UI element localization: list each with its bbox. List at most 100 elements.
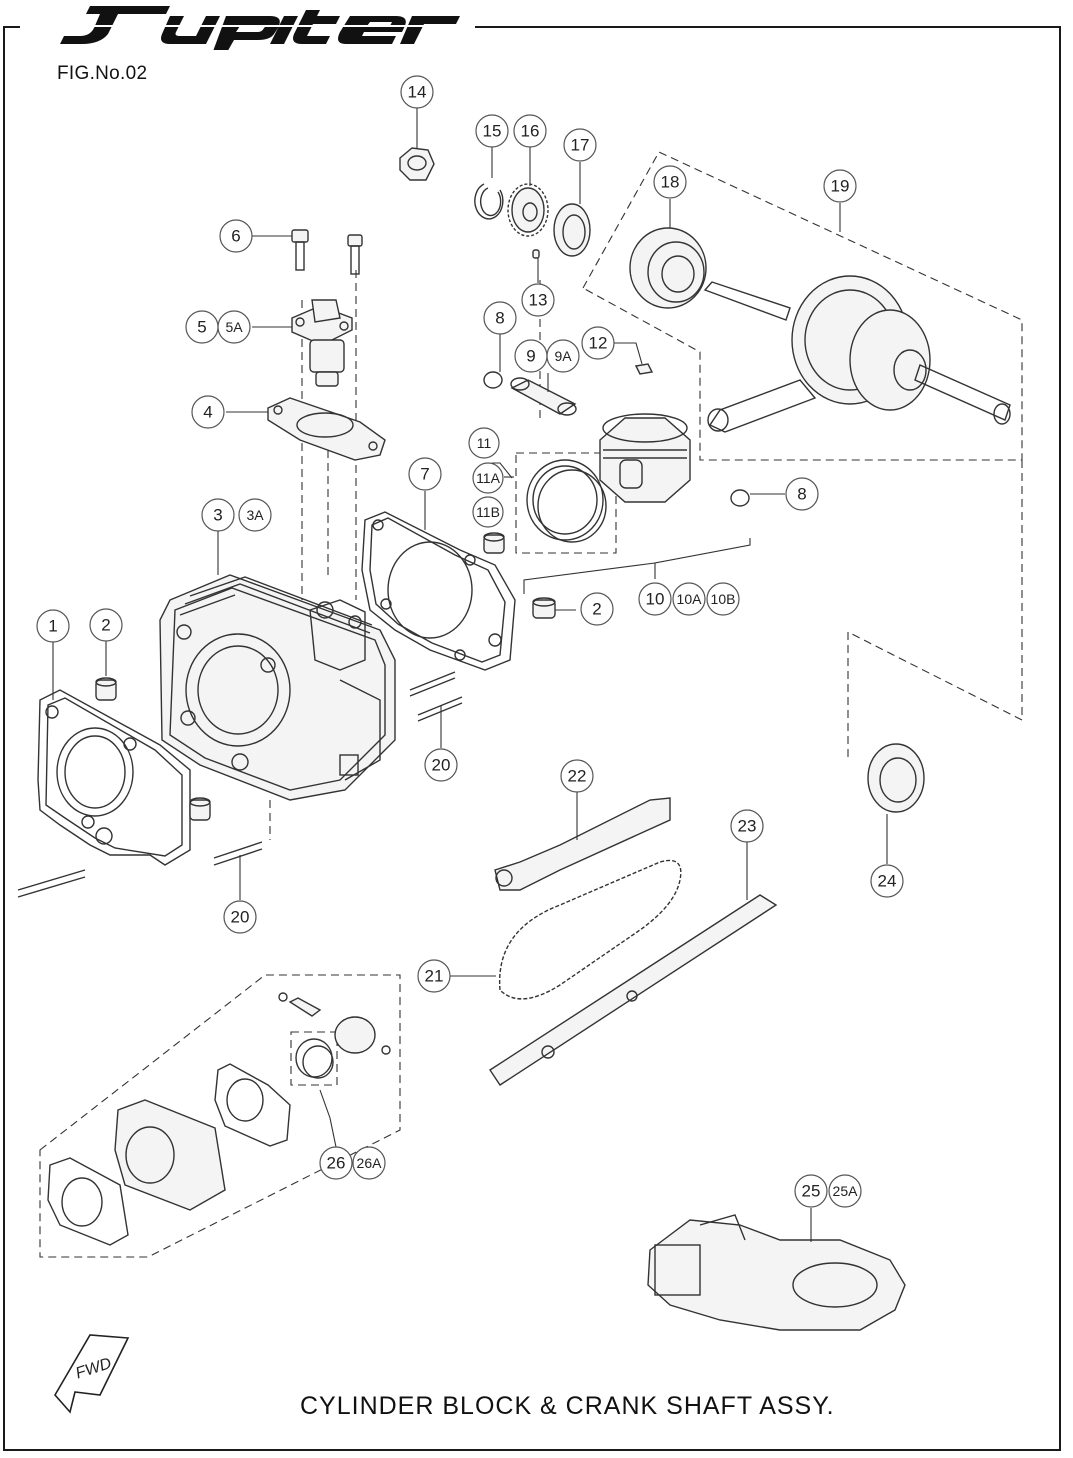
callout-10: 10 [638, 582, 672, 616]
callout-7: 7 [408, 457, 442, 491]
jupiter-logo-icon [30, 6, 475, 54]
callout-15: 15 [475, 114, 509, 148]
svg-text:2: 2 [592, 600, 601, 619]
figure-number: FIG.No.02 [57, 63, 148, 84]
svg-text:2: 2 [101, 616, 110, 635]
retaining-circlip [474, 183, 504, 220]
piston-ring-group-outline [515, 452, 617, 554]
svg-text:3: 3 [213, 506, 222, 525]
forward-direction-icon: FWD [54, 1334, 130, 1414]
kit-group-outline [39, 974, 401, 1258]
svg-text:26: 26 [327, 1154, 346, 1173]
tensioner-bolt [291, 229, 363, 275]
cam-chain [498, 859, 682, 1000]
callout-11a: 11A [472, 462, 504, 494]
callout-9a: 9A [546, 339, 580, 373]
brand-logo [20, 0, 475, 54]
svg-text:6: 6 [231, 227, 240, 246]
crank-return-dashed-line [847, 460, 1023, 760]
callout-8a: 8 [483, 301, 517, 335]
callout-10a: 10A [672, 582, 706, 616]
svg-text:18: 18 [661, 173, 680, 192]
svg-text:19: 19 [831, 177, 850, 196]
callout-13: 13 [521, 283, 555, 317]
svg-text:4: 4 [203, 403, 212, 422]
tensioner-gasket [267, 397, 386, 461]
svg-text:20: 20 [432, 756, 451, 775]
callout-17: 17 [563, 128, 597, 162]
callout-26a: 26A [352, 1146, 386, 1180]
svg-text:15: 15 [483, 122, 502, 141]
callout-11b: 11B [472, 496, 504, 528]
callout-18: 18 [653, 165, 687, 199]
svg-text:11: 11 [477, 435, 492, 451]
svg-text:10A: 10A [677, 591, 703, 607]
callout-26: 26 [319, 1146, 353, 1180]
callout-3a: 3A [238, 498, 272, 532]
dowel-pin [95, 532, 556, 821]
chain-guide [494, 797, 671, 891]
svg-text:10B: 10B [711, 591, 736, 607]
cylinder-block [159, 574, 396, 801]
svg-text:25A: 25A [833, 1183, 859, 1199]
engine-assembly [647, 1214, 906, 1331]
svg-text:20: 20 [231, 908, 250, 927]
callout-11: 11 [468, 427, 500, 459]
callout-10b: 10B [706, 582, 740, 616]
callout-4: 4 [191, 395, 225, 429]
piston-pin [510, 377, 577, 416]
svg-text:14: 14 [408, 83, 427, 102]
svg-text:25: 25 [802, 1182, 821, 1201]
woodruff-key [634, 363, 654, 375]
cylinder-base-gasket [37, 689, 191, 866]
cylinder-stud [17, 671, 463, 898]
callout-9: 9 [514, 339, 548, 373]
callout-16: 16 [513, 114, 547, 148]
svg-text:10: 10 [646, 590, 665, 609]
callout-6: 6 [219, 219, 253, 253]
svg-text:8: 8 [797, 485, 806, 504]
svg-text:9: 9 [526, 347, 535, 366]
leader-lines [52, 108, 888, 1242]
callout-20b: 20 [223, 900, 257, 934]
chain-tensioner-slipper [489, 894, 778, 1086]
callout-22: 22 [560, 759, 594, 793]
piston [599, 413, 691, 503]
callout-5a: 5A [217, 310, 251, 344]
crank-oil-seal [867, 743, 925, 813]
svg-text:5: 5 [197, 318, 206, 337]
callout-14: 14 [400, 75, 434, 109]
diagram-frame [3, 26, 1061, 1451]
svg-text:11B: 11B [476, 504, 500, 520]
callout-19: 19 [823, 169, 857, 203]
svg-text:21: 21 [425, 967, 444, 986]
svg-text:11A: 11A [476, 470, 501, 486]
cam-chain-tensioner [291, 299, 353, 387]
callout-25a: 25A [828, 1174, 862, 1208]
svg-text:8: 8 [495, 309, 504, 328]
callout-25: 25 [794, 1174, 828, 1208]
flange-nut [399, 147, 435, 181]
callout-5: 5 [185, 310, 219, 344]
piston-ring-set [526, 459, 607, 543]
cylinder-kit [47, 992, 391, 1246]
crankshaft-assembly [703, 275, 1011, 433]
svg-text:16: 16 [521, 122, 540, 141]
kit-ring-group-outline [290, 1031, 338, 1086]
callout-2b: 2 [580, 592, 614, 626]
svg-text:9A: 9A [554, 348, 572, 364]
piston-pin-clip [483, 371, 750, 507]
svg-text:24: 24 [878, 872, 897, 891]
callout-3: 3 [201, 498, 235, 532]
svg-text:13: 13 [529, 291, 548, 310]
svg-text:26A: 26A [357, 1155, 383, 1171]
callout-2a: 2 [89, 608, 123, 642]
callout-21: 21 [417, 959, 451, 993]
callout-23: 23 [730, 809, 764, 843]
svg-text:12: 12 [589, 334, 608, 353]
diagram-caption: CYLINDER BLOCK & CRANK SHAFT ASSY. [300, 1392, 835, 1420]
svg-text:7: 7 [420, 465, 429, 484]
callout-12: 12 [581, 326, 615, 360]
